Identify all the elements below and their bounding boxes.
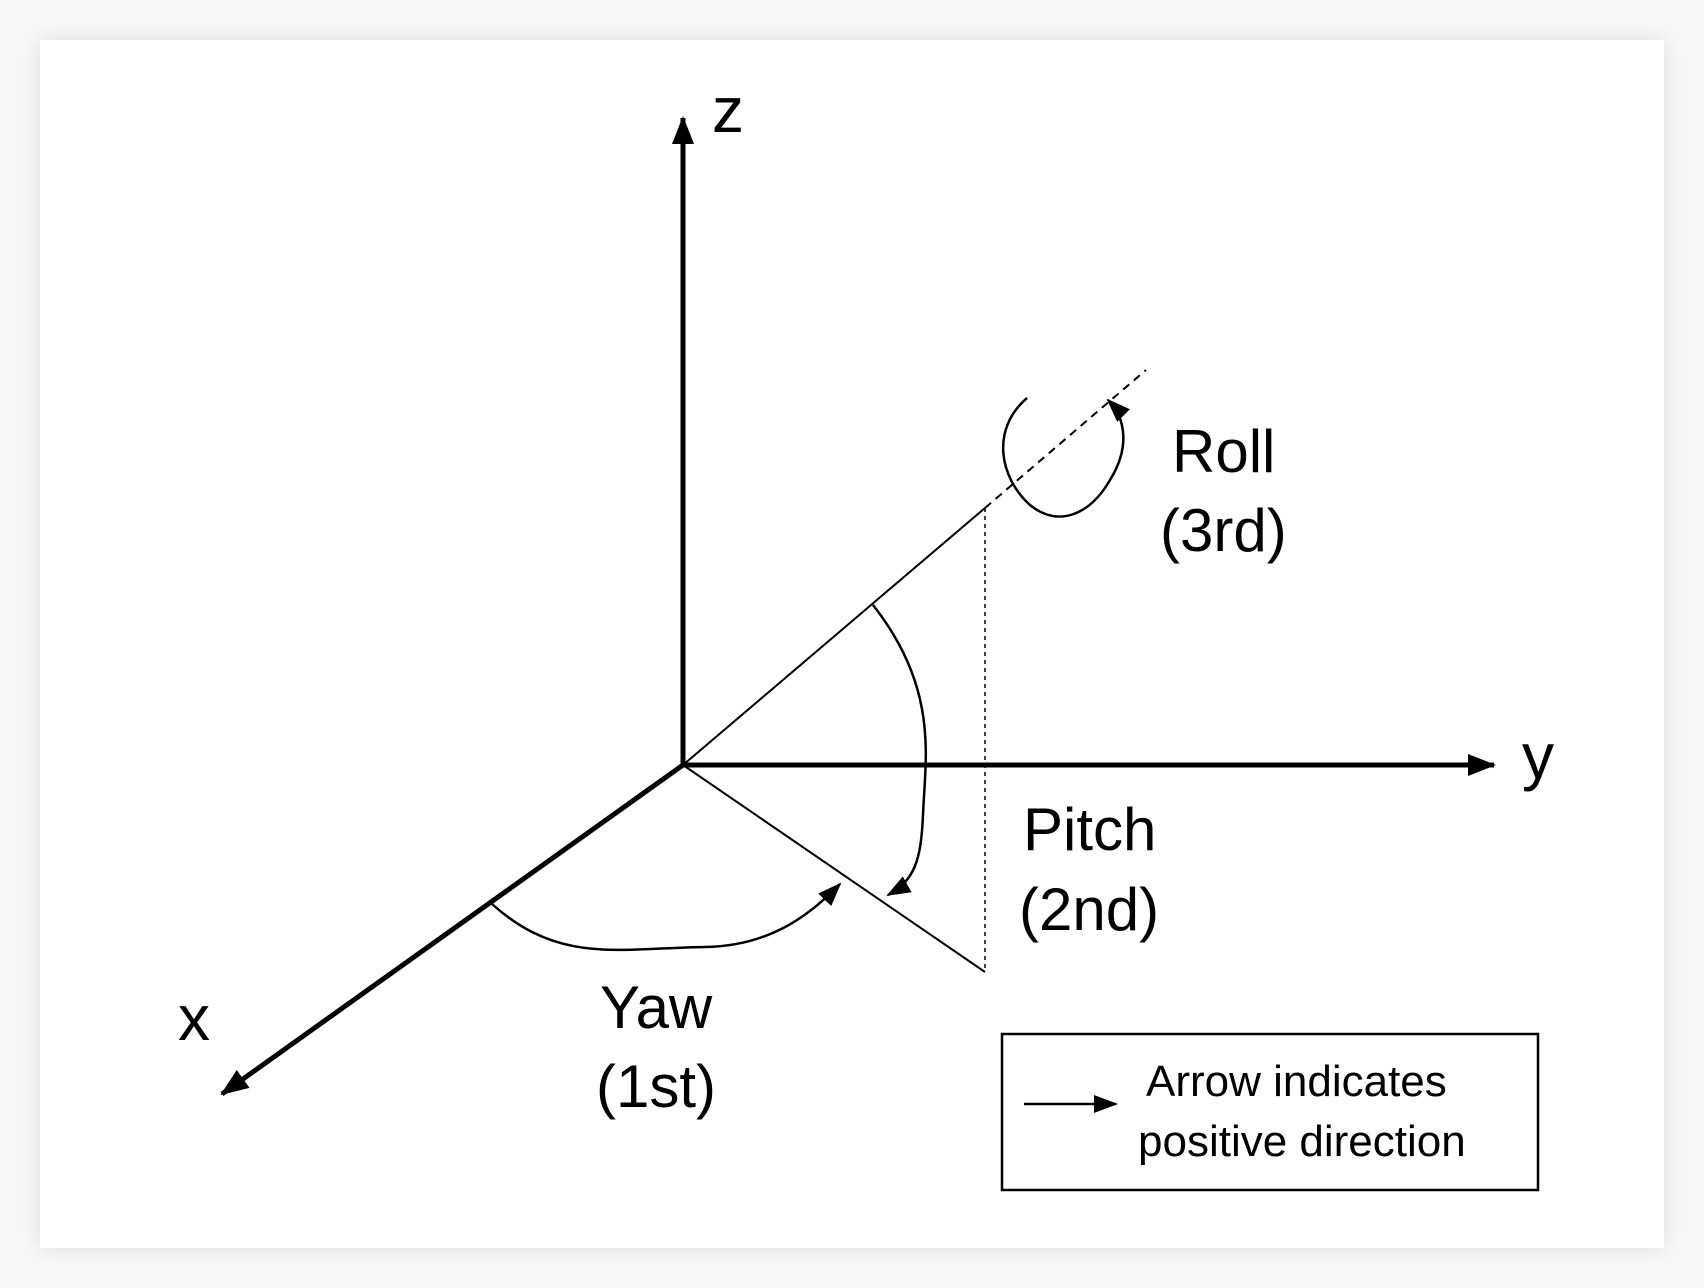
yaw-projection-line: [682, 764, 986, 973]
legend: Arrow indicates positive direction: [1000, 1032, 1540, 1192]
x-axis-label: x: [178, 982, 210, 1054]
legend-text-line2: positive direction: [1138, 1117, 1466, 1166]
roll-arrow: [1002, 397, 1130, 518]
yaw-arrow: [491, 882, 842, 952]
yaw-label: Yaw: [600, 974, 713, 1041]
roll-label: Roll: [1172, 418, 1275, 485]
yaw-order-label: (1st): [596, 1053, 716, 1120]
roll-order-label: (3rd): [1160, 497, 1287, 564]
roll-axis-dashed-extension: [984, 369, 1147, 509]
pitch-order-label: (2nd): [1019, 876, 1159, 943]
x-axis: [220, 762, 685, 1097]
pitch-label: Pitch: [1023, 796, 1156, 863]
legend-text-line1: Arrow indicates: [1146, 1057, 1447, 1106]
pitch-arrow: [872, 604, 928, 897]
z-axis-label: z: [712, 74, 744, 146]
y-axis-label: y: [1522, 720, 1554, 792]
legend-box: [1000, 1032, 1540, 1192]
roll-axis-line: [682, 507, 986, 766]
